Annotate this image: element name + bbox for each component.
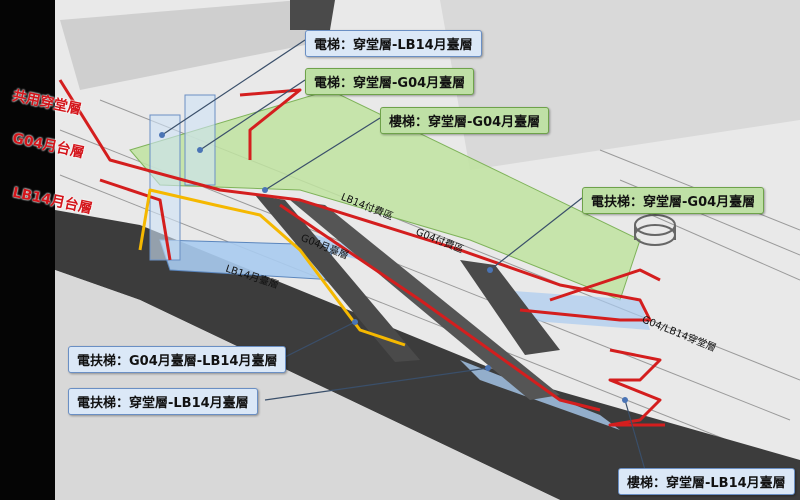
callout-stair-concourse-g04: 樓梯：穿堂層-G04月臺層: [380, 107, 550, 134]
callout-elevator-concourse-g04: 電梯：穿堂層-G04月臺層: [305, 68, 475, 95]
callout-elevator-concourse-lb14: 電梯：穿堂層-LB14月臺層: [305, 30, 482, 57]
red-routes: [58, 79, 665, 427]
upper-slab-left: [60, 0, 330, 90]
elevator-shaft-g04: [184, 94, 216, 186]
route-stair-lb14: [608, 348, 665, 427]
elevator-shaft-lb14: [149, 114, 181, 261]
callout-escalator-concourse-lb14: 電扶梯：穿堂層-LB14月臺層: [68, 388, 258, 415]
lower-fill: [55, 270, 560, 500]
callout-escalator-g04-lb14: 電扶梯：G04月臺層-LB14月臺層: [68, 346, 287, 373]
route-elevator-lb14: [99, 178, 172, 261]
escalator-upper: [290, 0, 335, 30]
leader-dots: [159, 132, 628, 403]
escalator-g04-lb14: [255, 195, 420, 362]
route-concourse-level: [58, 79, 652, 322]
route-elevator-g04: [239, 88, 302, 160]
route-g04-concourse: [549, 268, 661, 302]
route-escalator-g04-lb14: [138, 188, 406, 347]
callout-escalator-concourse-g04: 電扶梯：穿堂層-G04月臺層: [582, 187, 765, 214]
left-black-band: [0, 0, 55, 500]
yellow-route: [138, 188, 406, 347]
escalator-concourse-g04: [460, 260, 560, 355]
leader-lines: [161, 39, 646, 471]
route-escalator-concourse-lb14: [279, 203, 601, 412]
spiral-stair-icon: [634, 214, 676, 246]
callout-stair-concourse-lb14: 樓梯：穿堂層-LB14月臺層: [618, 468, 795, 495]
